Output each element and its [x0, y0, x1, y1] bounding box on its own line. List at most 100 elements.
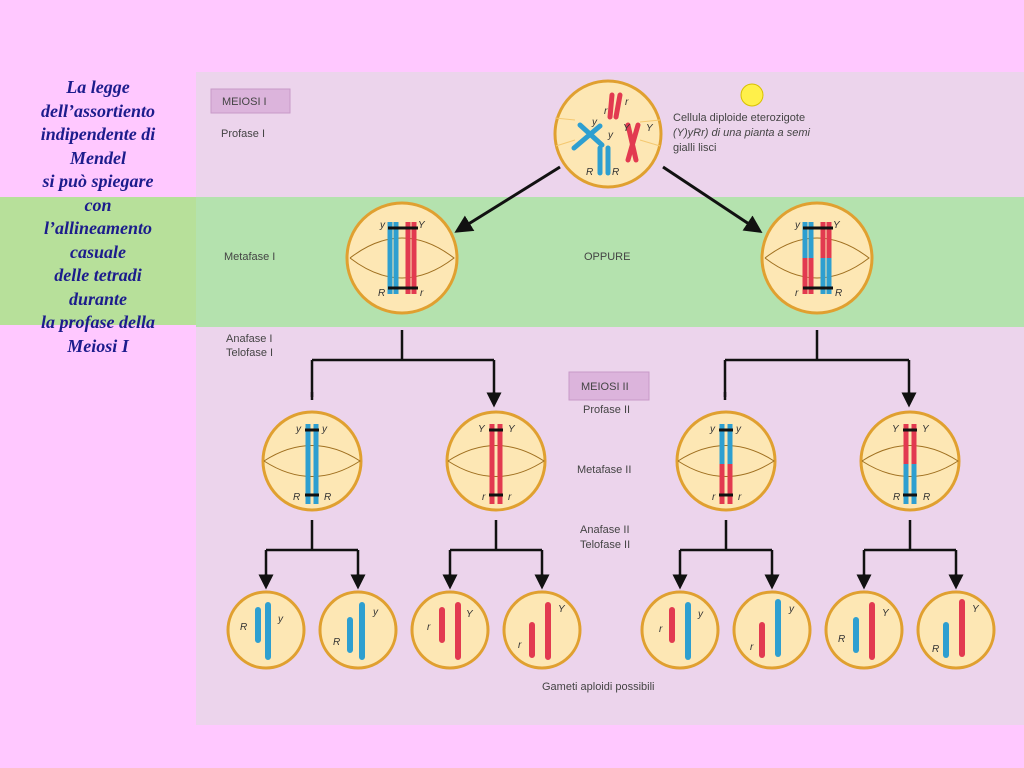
- text-line: delle tetradi: [54, 265, 142, 285]
- telofase1-label: Telofase I: [226, 347, 273, 359]
- svg-text:r: r: [508, 492, 512, 503]
- text-line: la profase della: [41, 312, 155, 332]
- svg-text:r: r: [482, 492, 486, 503]
- svg-text:R: R: [293, 492, 300, 503]
- svg-text:y: y: [591, 117, 598, 128]
- svg-text:R: R: [835, 288, 842, 299]
- yellow-seed-icon: [740, 83, 764, 107]
- metaphase-band: [196, 197, 1024, 327]
- anafase1-label: Anafase I: [226, 333, 272, 345]
- gamete-6: r y: [732, 590, 812, 670]
- svg-text:r: r: [659, 624, 663, 635]
- text-line: Mendel: [70, 147, 126, 168]
- branch-anafase1-left: [310, 330, 496, 397]
- text-line: si può spiegare: [42, 171, 154, 191]
- explanation-text: La legge dell’assortiento indipendente d…: [8, 76, 188, 358]
- metafase1-label: Metafase I: [224, 251, 275, 263]
- metafase1-cell-right: y Y r R: [760, 201, 874, 315]
- svg-text:Y: Y: [892, 424, 900, 435]
- metafase2-cell-1: y y R R: [261, 410, 363, 512]
- svg-text:y: y: [295, 424, 302, 435]
- svg-text:y: y: [735, 424, 742, 435]
- metafase2-cell-2: Y Y r r: [445, 410, 547, 512]
- text-line: con: [84, 194, 112, 215]
- gamete-8: R Y: [916, 590, 996, 670]
- gameti-label: Gameti aploidi possibili: [542, 681, 655, 693]
- svg-text:r: r: [518, 640, 522, 651]
- cell-caption-3: gialli lisci: [673, 142, 716, 154]
- svg-text:y: y: [321, 424, 328, 435]
- profase1-label: Profase I: [221, 128, 265, 140]
- svg-text:y: y: [794, 220, 801, 231]
- svg-text:Y: Y: [466, 609, 474, 620]
- cell-caption-2: (Y)yRr) di una pianta a semi: [673, 127, 810, 139]
- oppure-label: OPPURE: [584, 251, 630, 263]
- svg-text:Y: Y: [833, 220, 841, 231]
- text-line: casuale: [70, 241, 126, 262]
- branch-anafase2-heads: [258, 574, 964, 590]
- telofase2-label: Telofase II: [580, 539, 630, 551]
- svg-text:r: r: [625, 97, 629, 108]
- svg-text:Y: Y: [478, 424, 486, 435]
- arrow-right: [662, 165, 763, 233]
- text-line: Meiosi I: [67, 335, 129, 356]
- cell-caption-1: Cellula diploide eterozigote: [673, 112, 805, 124]
- text-line: indipendente di: [40, 124, 156, 144]
- text-line: dell’assortiento: [40, 100, 155, 121]
- meiosi1-label: MEIOSI I: [222, 96, 267, 108]
- text-line: La legge: [66, 77, 130, 97]
- svg-text:y: y: [607, 130, 614, 141]
- svg-text:Y: Y: [972, 604, 980, 615]
- svg-text:R: R: [923, 492, 930, 503]
- svg-text:y: y: [788, 604, 795, 615]
- gamete-4: r Y: [502, 590, 582, 670]
- gamete-7: R Y: [824, 590, 904, 670]
- svg-text:r: r: [604, 106, 608, 117]
- svg-text:Y: Y: [558, 604, 566, 615]
- gamete-1: R y: [226, 590, 306, 670]
- metafase2-cell-3: y y r r: [675, 410, 777, 512]
- gamete-5: r y: [640, 590, 720, 670]
- svg-text:r: r: [427, 622, 431, 633]
- svg-text:R: R: [586, 167, 593, 178]
- svg-text:R: R: [932, 644, 939, 655]
- svg-text:R: R: [838, 634, 845, 645]
- svg-text:R: R: [333, 637, 340, 648]
- svg-text:Y: Y: [922, 424, 930, 435]
- svg-text:r: r: [712, 492, 716, 503]
- svg-text:r: r: [750, 642, 754, 653]
- svg-text:y: y: [372, 607, 379, 618]
- branch-arrowheads-right: [723, 392, 909, 400]
- diploid-cell: r r y y Y Y R R: [553, 79, 663, 189]
- metafase2-label: Metafase II: [577, 464, 631, 476]
- svg-text:r: r: [795, 288, 799, 299]
- gamete-2: R y: [318, 590, 398, 670]
- svg-text:y: y: [277, 614, 284, 625]
- anafase2-label: Anafase II: [580, 524, 630, 536]
- svg-text:R: R: [240, 622, 247, 633]
- svg-text:y: y: [697, 609, 704, 620]
- svg-text:R: R: [612, 167, 619, 178]
- text-line: l’allineamento: [44, 218, 152, 238]
- svg-text:y: y: [379, 220, 386, 231]
- branch-arrowheads-left: [310, 392, 494, 400]
- metafase2-cell-4: Y Y R R: [859, 410, 961, 512]
- branch-anafase1-right: [723, 330, 911, 397]
- text-line: durante: [68, 288, 128, 309]
- svg-text:R: R: [324, 492, 331, 503]
- gamete-3: r Y: [410, 590, 490, 670]
- svg-text:R: R: [893, 492, 900, 503]
- highlight-box: [0, 197, 196, 325]
- svg-text:r: r: [738, 492, 742, 503]
- svg-text:Y: Y: [623, 123, 631, 134]
- metafase1-cell-left: y Y R r: [345, 201, 459, 315]
- svg-text:r: r: [420, 288, 424, 299]
- svg-text:y: y: [709, 424, 716, 435]
- meiosi1-box: [210, 88, 291, 114]
- branch-anafase2: [264, 520, 958, 578]
- svg-text:Y: Y: [882, 608, 890, 619]
- svg-text:Y: Y: [418, 220, 426, 231]
- profase2-label: Profase II: [583, 404, 630, 416]
- svg-text:Y: Y: [646, 123, 654, 134]
